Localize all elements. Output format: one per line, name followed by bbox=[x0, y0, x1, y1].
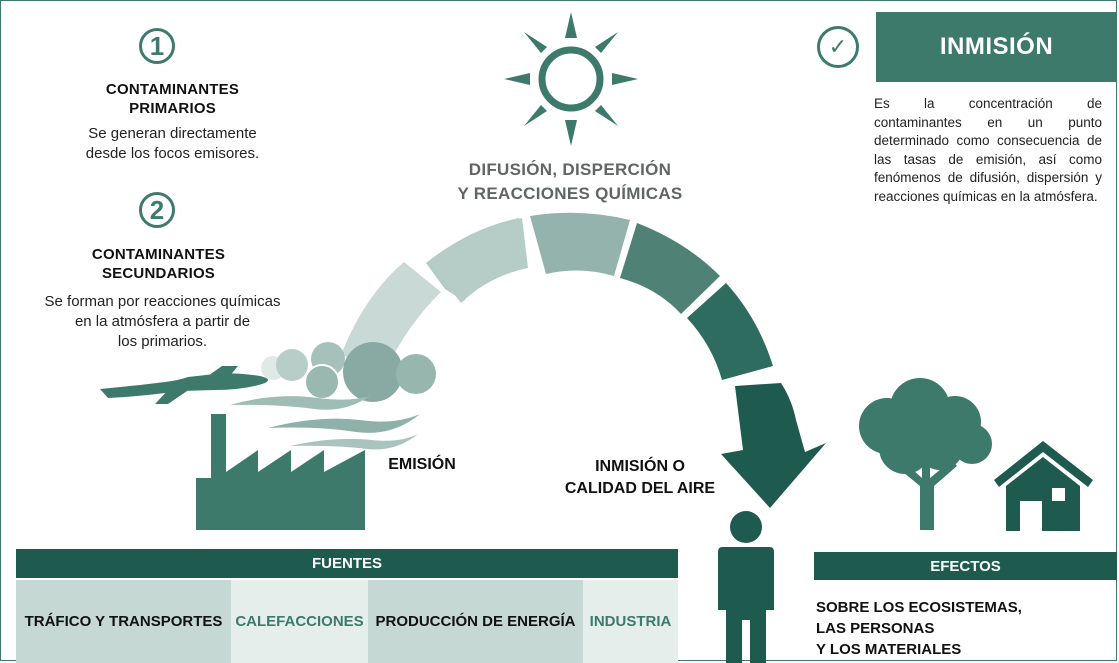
check-icon: ✓ bbox=[817, 26, 859, 68]
source-item-energy: PRODUCCIÓN DE ENERGÍA bbox=[368, 580, 583, 663]
inmission-description: Es la concentración de contaminantes en … bbox=[874, 96, 1102, 204]
arc-title: DIFUSIÓN, DISPERCIÓN Y REACCIONES QUÍMIC… bbox=[420, 158, 720, 206]
source-item-industry: INDUSTRIA bbox=[583, 580, 678, 663]
sun-icon bbox=[504, 12, 638, 146]
primary-number: 1 bbox=[149, 30, 165, 61]
secondary-desc-line2: en la atmósfera a partir de bbox=[74, 313, 251, 330]
secondary-number-badge: 2 bbox=[139, 192, 175, 228]
effects-line1: SOBRE LOS ECOSISTEMAS, bbox=[816, 599, 1022, 616]
person-icon bbox=[718, 511, 774, 663]
sources-header: FUENTES bbox=[16, 549, 678, 578]
inmission-label: INMISIÓN O CALIDAD DEL AIRE bbox=[540, 456, 740, 500]
effects-line3: Y LOS MATERIALES bbox=[816, 641, 962, 658]
primary-title-line1: CONTAMINANTES bbox=[105, 81, 240, 98]
factory-icon bbox=[196, 414, 365, 530]
arc-title-line2: Y REACCIONES QUÍMICAS bbox=[457, 184, 683, 203]
secondary-title-line1: CONTAMINANTES bbox=[91, 246, 226, 263]
primary-desc-line1: Se generan directamente bbox=[88, 125, 257, 142]
airplane-icon bbox=[100, 366, 269, 404]
effects-description: SOBRE LOS ECOSISTEMAS, LAS PERSONAS Y LO… bbox=[816, 597, 1116, 660]
source-item-traffic: TRÁFICO Y TRANSPORTES bbox=[16, 580, 231, 663]
primary-description: Se generan directamente desde los focos … bbox=[20, 124, 325, 164]
secondary-number: 2 bbox=[149, 194, 165, 225]
tree-icon bbox=[859, 378, 992, 530]
secondary-title: CONTAMINANTES SECUNDARIOS bbox=[26, 245, 291, 283]
inmission-label-line2: CALIDAD DEL AIRE bbox=[564, 480, 716, 497]
secondary-desc-line3: los primarios. bbox=[117, 333, 208, 350]
inmission-label-line1: INMISIÓN O bbox=[595, 458, 685, 475]
primary-desc-line2: desde los focos emisores. bbox=[85, 145, 260, 162]
arc-title-line1: DIFUSIÓN, DISPERCIÓN bbox=[468, 160, 672, 179]
effects-line2: LAS PERSONAS bbox=[816, 620, 935, 637]
emission-label: EMISIÓN bbox=[388, 456, 456, 473]
effects-header: EFECTOS bbox=[814, 552, 1117, 580]
source-item-heating: CALEFACCIONES bbox=[231, 580, 368, 663]
dispersion-arc bbox=[341, 212, 826, 508]
secondary-title-line2: SECUNDARIOS bbox=[101, 265, 216, 282]
inmission-heading: INMISIÓN bbox=[876, 12, 1117, 82]
primary-title-line2: PRIMARIOS bbox=[129, 100, 216, 117]
secondary-description: Se forman por reacciones químicas en la … bbox=[10, 292, 315, 352]
primary-number-badge: 1 bbox=[139, 28, 175, 64]
secondary-desc-line1: Se forman por reacciones químicas bbox=[44, 293, 281, 310]
house-icon bbox=[994, 441, 1093, 531]
exhaust-swooshes bbox=[230, 396, 420, 450]
smoke-clouds bbox=[261, 342, 436, 402]
primary-title: CONTAMINANTES PRIMARIOS bbox=[40, 80, 305, 118]
